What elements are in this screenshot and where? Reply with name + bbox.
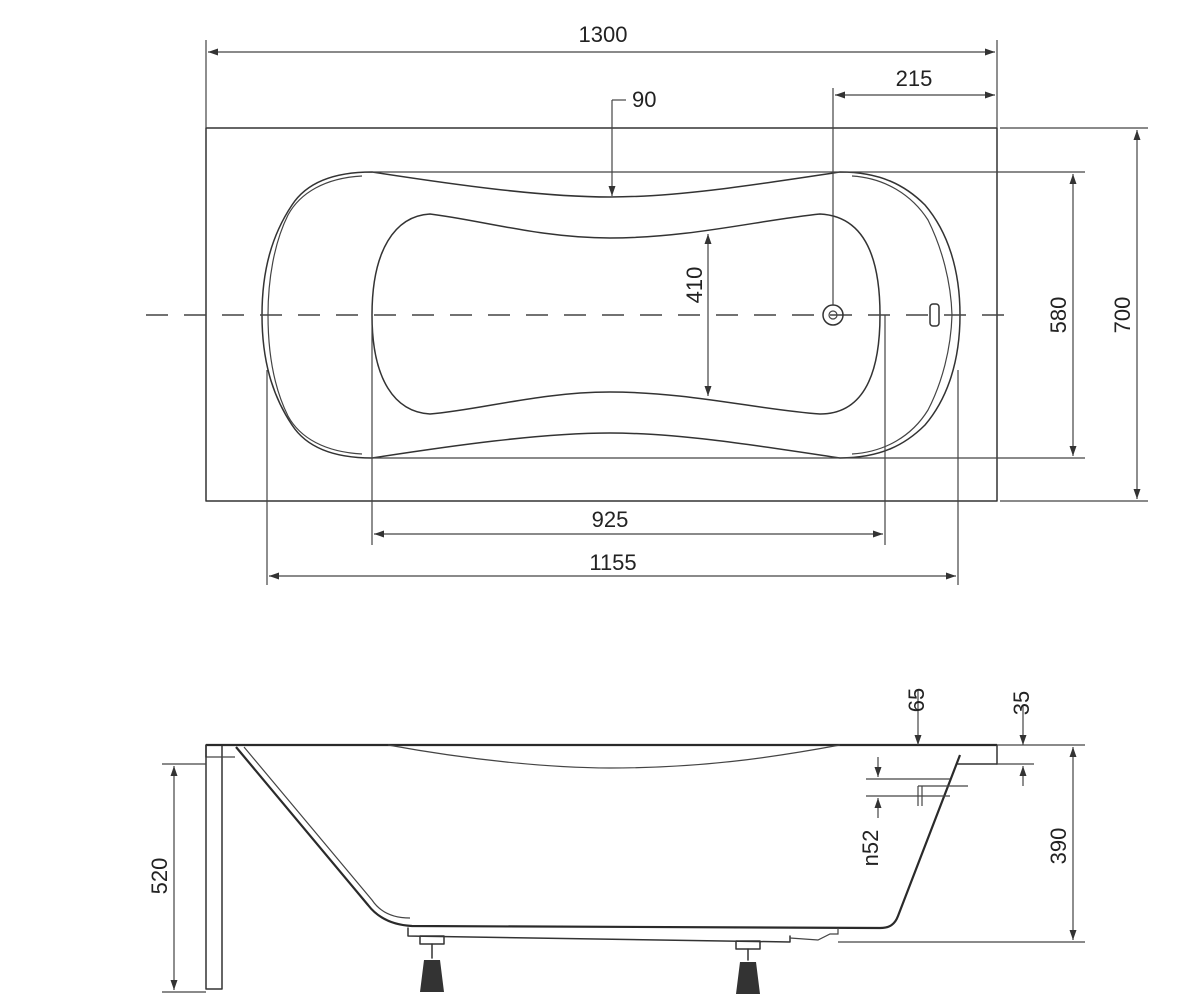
tub-body-outline <box>235 746 962 930</box>
side-panel <box>205 744 223 990</box>
base-plate <box>407 927 791 943</box>
overflow-tube <box>900 778 968 806</box>
dim-label-35: 35 <box>1009 691 1034 715</box>
leg-foot-left <box>420 960 444 992</box>
drain-inner-icon <box>828 310 838 320</box>
tub-inner-bowl-outline <box>371 213 881 415</box>
dim-label-90: 90 <box>632 87 656 112</box>
dim-label-520: 520 <box>147 858 172 895</box>
leg-right <box>735 940 761 994</box>
dim-label-1155: 1155 <box>589 550 636 575</box>
dim-label-700: 700 <box>1110 297 1135 334</box>
dim-label-n52: n52 <box>858 830 883 867</box>
dim-label-1300: 1300 <box>579 22 628 47</box>
dim-label-925: 925 <box>592 507 629 532</box>
base-plate-right <box>789 928 839 941</box>
side-view: 65 35 n52 390 520 <box>147 688 1085 994</box>
tub-inner-shell <box>243 746 411 919</box>
overflow-icon <box>929 303 940 327</box>
dim-label-580: 580 <box>1046 297 1071 334</box>
dim-label-215: 215 <box>896 66 933 91</box>
top-view: 1300 215 90 410 580 700 925 1155 <box>146 22 1148 585</box>
dim-label-390: 390 <box>1046 828 1071 865</box>
dim-label-65: 65 <box>904 688 929 712</box>
leg-foot-right <box>736 962 760 994</box>
dim-label-410: 410 <box>682 267 707 304</box>
leg-left <box>419 935 445 992</box>
rim-inner-curve <box>387 744 841 769</box>
